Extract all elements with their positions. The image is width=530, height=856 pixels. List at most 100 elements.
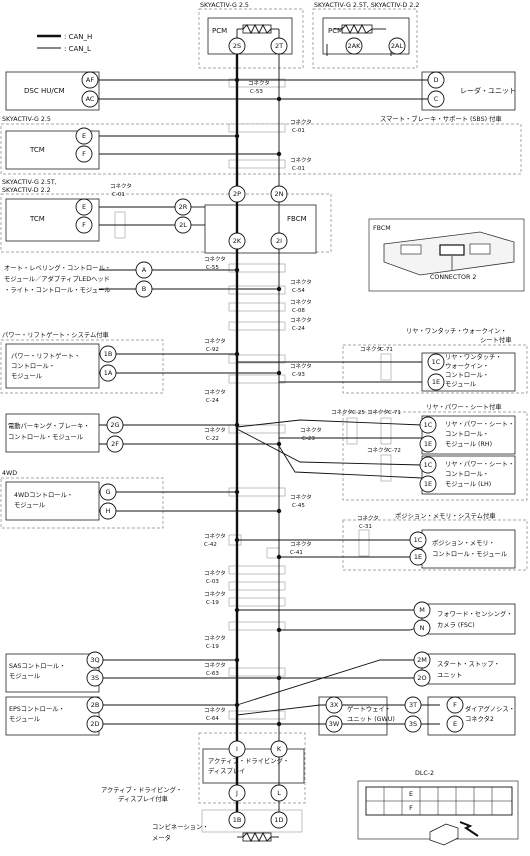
sas-label-1: SASコントロール・ <box>9 662 66 670</box>
pin-2k: 2K <box>233 237 242 245</box>
epb-label-1: 電動パーキング・ブレーキ・ <box>8 421 90 430</box>
pin-1c-lh: 1C <box>424 461 433 469</box>
pin-1c: 1C <box>432 358 441 366</box>
conn-word-c71b: コネクタ <box>367 408 389 416</box>
fourwd-label-2: モジュール <box>14 501 45 509</box>
conn-id-c22: C-22 <box>206 436 219 442</box>
pin-1c-pm: 1C <box>414 536 423 544</box>
pin-1b: 1B <box>104 350 113 358</box>
pin-3q: 3Q <box>90 656 99 664</box>
pin-1a: 1A <box>104 369 113 377</box>
eps-label-2: モジュール <box>9 715 40 723</box>
conn-id-c01a: C-01 <box>292 128 305 134</box>
conn-word-c08: コネクタ <box>290 298 312 306</box>
walkin-label-3: コントロール・ <box>445 371 489 379</box>
module-labels: PCM PCM DSC HU/CM レーダ・ユニット TCM TCM FBCM … <box>4 27 516 842</box>
header-ad-1: アクティブ・ドライビング・ <box>101 785 182 794</box>
connector2-label: CONNECTOR 2 <box>430 274 476 281</box>
conn-word-c42: コネクタ <box>204 532 226 540</box>
conn-id-c92: C-92 <box>206 347 219 353</box>
pcm-label: PCM <box>212 27 227 35</box>
header-walkin-1: リヤ・ワンタッチ・ウォークイン・ <box>406 326 507 335</box>
pin-2m: 2M <box>417 656 427 664</box>
dlc-label-2: コネクタ2 <box>465 714 494 723</box>
walkin-label-1: リヤ・ワンタッチ・ <box>445 352 502 361</box>
can-l-wires <box>99 44 440 820</box>
conn-id-c25: C-25 <box>352 410 365 416</box>
header-tcm-d22: SKYACTIV-D 2.2 <box>2 187 51 194</box>
pin-f-2: F <box>82 221 86 229</box>
conn-word-c55: コネクタ <box>204 255 226 263</box>
pin-1e-rh: 1E <box>424 440 432 448</box>
conn-word-c01a: コネクタ <box>290 118 312 126</box>
pin-2b: 2B <box>91 701 100 709</box>
conn-word-c23: コネクタ <box>300 426 322 434</box>
pin-1e-pm: 1E <box>414 553 422 561</box>
walkin-label-4: モジュール <box>445 380 476 388</box>
dlc-label-1: ダイアグノシス・ <box>465 704 515 713</box>
walkin-label-2: ウォークイン・ <box>445 362 489 370</box>
header-rear-seat: リヤ・パワー・シート付車 <box>426 402 502 411</box>
posmem-label-2: コントロール・モジュール <box>432 550 507 558</box>
conn-id-c23: C-23 <box>302 436 315 442</box>
meter-label-1: コンビネーション・ <box>152 822 209 831</box>
section-headers: SKYACTIV-G 2.5 SKYACTIV-G 2.5T, SKYACTIV… <box>2 2 511 803</box>
conn-word-c19b: コネクタ <box>204 634 226 642</box>
fourwd-label-1: 4WDコントロール・ <box>14 491 73 499</box>
ad-module-label-1: アクティブ・ドライビング・ <box>208 756 289 765</box>
dlc2-plug-icon <box>429 823 459 846</box>
conn-word-c41: コネクタ <box>290 540 312 548</box>
conn-id-c55: C-55 <box>206 265 219 271</box>
conn-word-c22: コネクタ <box>204 426 226 434</box>
pin-2t: 2T <box>275 42 283 50</box>
pin-1c-rh: 1C <box>424 421 433 429</box>
radar-label: レーダ・ユニット <box>460 86 516 95</box>
conn-id-c45: C-45 <box>292 503 305 509</box>
dlc2-title: DLC-2 <box>415 770 434 777</box>
pin-e: E <box>82 132 86 140</box>
conn-word-c01b: コネクタ <box>290 156 312 164</box>
conn-id-c93: C-93 <box>292 372 305 378</box>
auto-level-label-1: オート・レベリング・コントロール・ <box>4 263 111 272</box>
conn-word-c53: コネクタ <box>248 79 270 87</box>
conn-word-c93: コネクタ <box>290 362 312 370</box>
header-tcm-g25t: SKYACTIV-G 2.5T, <box>2 179 57 186</box>
dlc2-cell-f: F <box>409 804 413 812</box>
conn-word-c03: コネクタ <box>204 569 226 577</box>
conn-id-c63: C-63 <box>206 671 219 677</box>
pin-l: L <box>277 789 281 797</box>
header-position-memory: ポジション・メモリ・システム付車 <box>395 511 496 520</box>
conn-id-c53: C-53 <box>250 89 263 95</box>
pin-a: A <box>142 266 147 274</box>
connector-blocks <box>114 78 392 833</box>
pin-3t: 3T <box>409 701 417 709</box>
header-4wd: 4WD <box>2 470 17 477</box>
seat-lh-label-2: コントロール・ <box>445 470 489 478</box>
conn-word-c54: コネクタ <box>290 278 312 286</box>
pin-1b-meter: 1B <box>233 816 242 824</box>
fbcm-label: FBCM <box>287 215 307 223</box>
header-pcm-g25: SKYACTIV-G 2.5 <box>200 2 249 9</box>
pin-2i: 2I <box>276 237 282 245</box>
connector2-highlight <box>439 244 465 256</box>
pin-b: B <box>142 285 146 293</box>
conn-word-c92: コネクタ <box>204 337 226 345</box>
pin-d: D <box>433 76 438 84</box>
header-walkin-2: シート付車 <box>480 335 511 344</box>
auto-level-label-2: モジュール／アダプティブLEDヘッド <box>4 274 110 283</box>
pcm-label-2: PCM <box>328 27 343 35</box>
tcm-label-2: TCM <box>29 215 45 223</box>
pin-1e: 1E <box>432 378 440 386</box>
conn-word-c24b: コネクタ <box>204 388 226 396</box>
dlc2-cell-e: E <box>409 790 413 798</box>
conn-word-c01c: コネクタ <box>110 182 132 190</box>
pin-2al: 2AL <box>391 42 404 50</box>
can-h-wires <box>99 52 440 820</box>
conn-word-c63: コネクタ <box>204 661 226 669</box>
group-boxes <box>0 8 528 804</box>
liftgate-label-2: コントロール・ <box>11 362 55 370</box>
seat-lh-label-1: リヤ・パワー・シート・ <box>445 460 514 468</box>
conn-id-c42: C-42 <box>204 542 217 548</box>
gwu-label-1: ゲートウェイ・ <box>347 704 391 713</box>
header-liftgate: パワー・リフトゲート・システム付車 <box>2 330 109 339</box>
